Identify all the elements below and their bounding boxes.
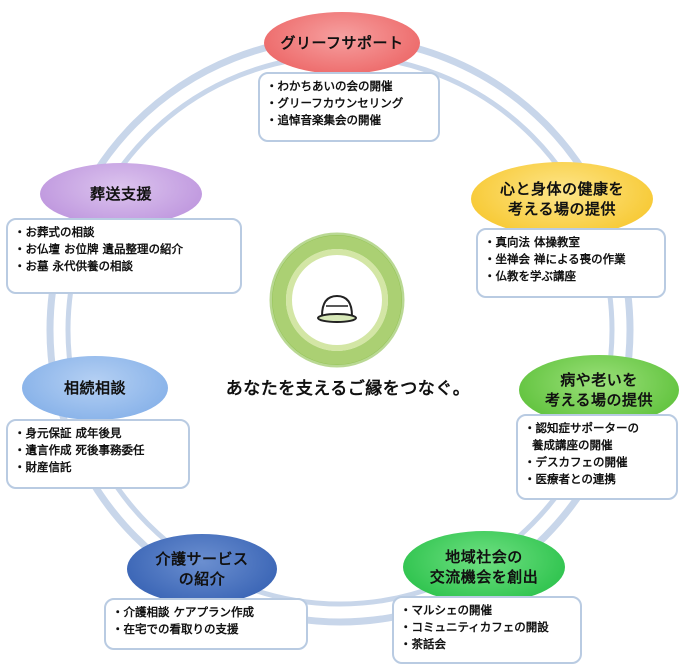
health-title-line2: 考える場の提供 <box>507 200 617 218</box>
list-item: ・デスカフェの開催 <box>524 455 628 469</box>
grief-support-oval: グリーフサポート <box>264 12 420 74</box>
list-item: 養成講座の開催 <box>532 438 613 452</box>
grief-support-box: ・わかちあいの会の開催 ・グリーフカウンセリング ・追悼音楽集会の開催 <box>258 72 440 142</box>
list-item: ・医療者との連携 <box>524 472 616 486</box>
logo-enso-stroke <box>269 232 405 368</box>
list-item: ・お葬式の相談 <box>14 225 95 239</box>
logo-enso-inner <box>286 249 388 351</box>
list-item: ・遺言作成 死後事務委任 <box>14 443 145 457</box>
list-item: ・お墓 永代供養の相談 <box>14 259 134 273</box>
community-title-line2: 交流機会を創出 <box>429 568 539 586</box>
list-item: ・仏教を学ぶ講座 <box>484 269 576 283</box>
inheritance-box: ・身元保証 成年後見 ・遺言作成 死後事務委任 ・財産信託 <box>6 419 190 489</box>
bell-icon <box>317 294 357 323</box>
aging-oval: 病や老いを 考える場の提供 <box>519 355 679 425</box>
aging-title-line2: 考える場の提供 <box>544 391 654 409</box>
logo-enso-outer <box>272 235 402 365</box>
list-item: ・茶話会 <box>400 637 446 651</box>
list-item: ・在宅での看取りの支援 <box>112 622 239 636</box>
funeral-support-box: ・お葬式の相談 ・お仏壇 お位牌 遺品整理の紹介 ・お墓 永代供養の相談 <box>6 218 242 294</box>
logo <box>269 232 405 368</box>
list-item: ・追悼音楽集会の開催 <box>266 113 381 127</box>
community-box: ・マルシェの開催 ・コミュニティカフェの開設 ・茶話会 <box>392 596 582 664</box>
list-item: ・真向法 体操教室 <box>484 235 581 249</box>
inherit-title: 相続相談 <box>63 378 126 397</box>
list-item: ・身元保証 成年後見 <box>14 426 122 440</box>
grief-title: グリーフサポート <box>280 33 404 52</box>
list-item: ・お仏壇 お位牌 遺品整理の紹介 <box>14 242 184 256</box>
community-title-line1: 地域社会の <box>445 547 523 566</box>
aging-title-line1: 病や老いを <box>560 370 638 389</box>
care-service-oval: 介護サービス の紹介 <box>127 534 277 604</box>
inheritance-oval: 相続相談 <box>22 356 168 420</box>
list-item: ・マルシェの開催 <box>400 603 492 617</box>
care-title-line2: の紹介 <box>178 570 226 588</box>
list-item: ・財産信託 <box>14 460 72 474</box>
care-service-box: ・介護相談 ケアプラン作成 ・在宅での看取りの支援 <box>104 598 308 650</box>
list-item: ・坐禅会 禅による喪の作業 <box>484 252 626 266</box>
health-title-line1: 心と身体の健康を <box>499 179 624 198</box>
funeral-support-oval: 葬送支援 <box>40 163 202 225</box>
list-item: ・認知症サポーターの <box>524 421 639 435</box>
tagline: あなたを支えるご縁をつなぐ。 <box>225 379 471 399</box>
list-item: ・介護相談 ケアプラン作成 <box>112 605 255 619</box>
list-item: ・コミュニティカフェの開設 <box>400 620 549 634</box>
list-item: ・わかちあいの会の開催 <box>266 79 393 93</box>
funeral-title: 葬送支援 <box>89 184 152 203</box>
health-oval: 心と身体の健康を 考える場の提供 <box>471 162 653 236</box>
health-box: ・真向法 体操教室 ・坐禅会 禅による喪の作業 ・仏教を学ぶ講座 <box>476 228 666 298</box>
care-title-line1: 介護サービス <box>155 549 249 568</box>
community-oval: 地域社会の 交流機会を創出 <box>403 531 565 603</box>
aging-box: ・認知症サポーターの 養成講座の開催 ・デスカフェの開催 ・医療者との連携 <box>516 414 678 500</box>
list-item: ・グリーフカウンセリング <box>266 96 404 110</box>
